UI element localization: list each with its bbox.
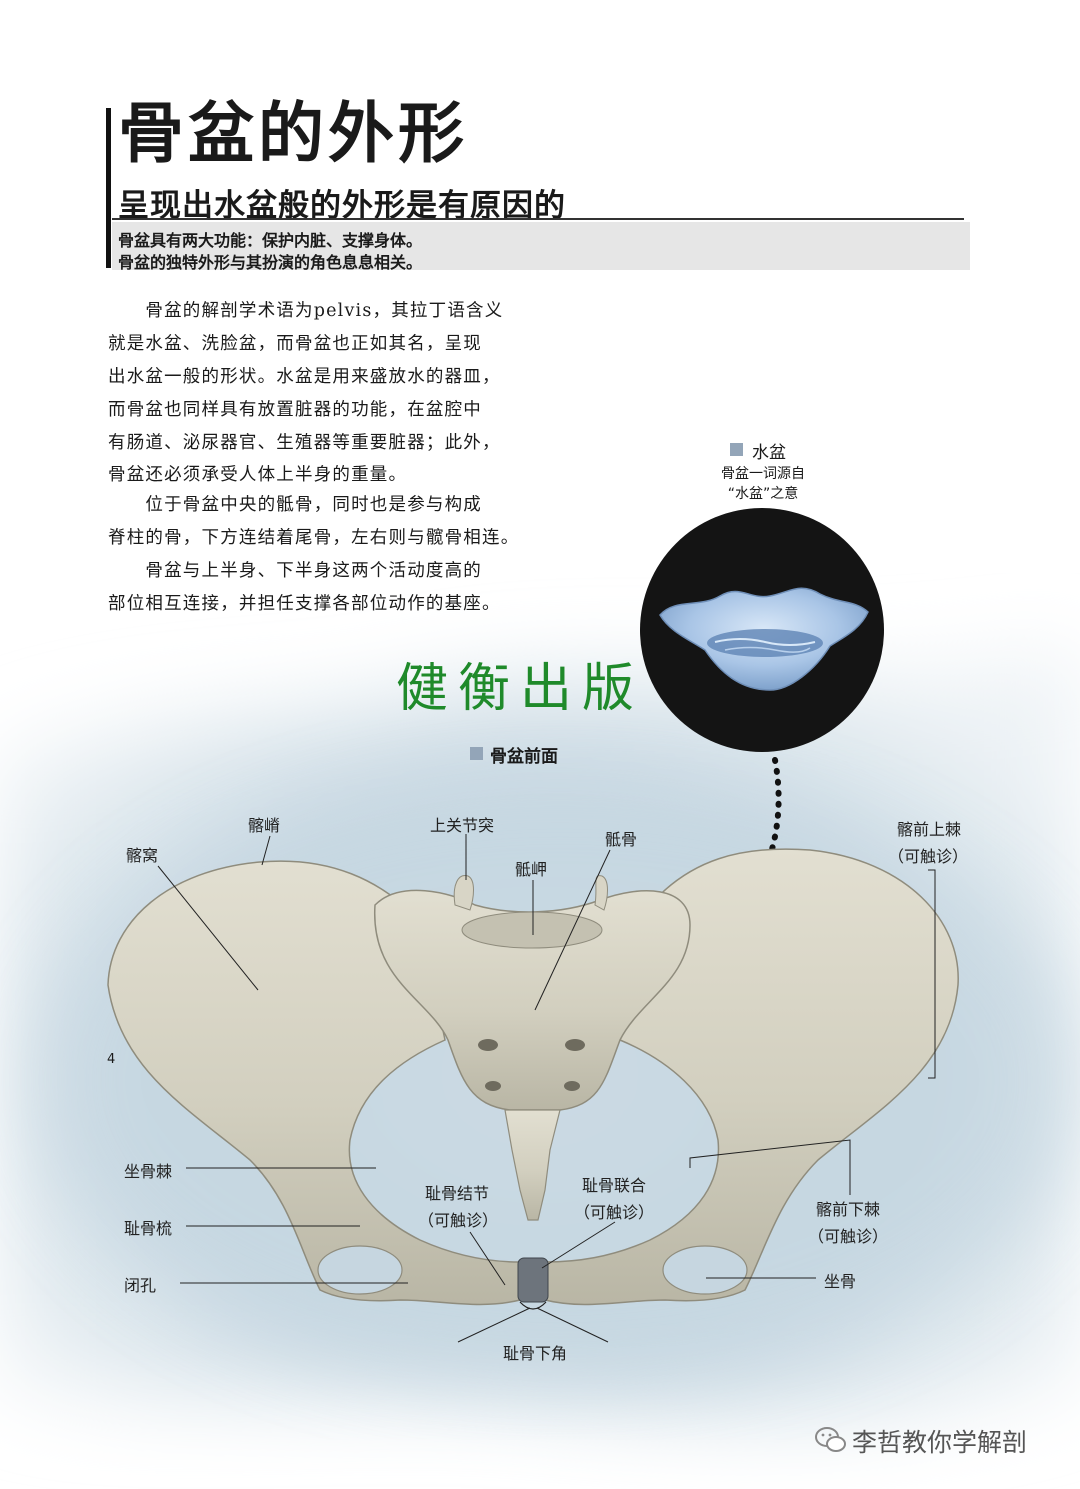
label-pubic-symphysis: 耻骨联合 — [582, 1176, 647, 1195]
sacrum-bone — [374, 889, 691, 1111]
body-line: 出水盆一般的形状。水盆是用来盛放水的器皿， — [108, 367, 501, 387]
label-aiis: 髂前下棘 — [816, 1200, 881, 1219]
label-asis: 髂前上棘 — [897, 820, 962, 839]
label-ischium: 坐骨 — [824, 1272, 857, 1291]
sacral-body — [461, 911, 603, 949]
label-subpubic-angle: 耻骨下角 — [503, 1344, 568, 1363]
label-ischial-spine: 坐骨棘 — [124, 1162, 173, 1181]
sacral-foramen — [564, 1081, 580, 1091]
page-title: 骨盆的外形 — [118, 94, 468, 172]
water-basin-caption: 骨盆一词源自 — [721, 466, 805, 482]
body-line: 骨盆与上半身、下半身这两个活动度高的 — [108, 561, 482, 581]
subpubic-angle-arc — [519, 1301, 547, 1310]
body-line: 就是水盆、洗脸盆，而骨盆也正如其名，呈现 — [108, 334, 482, 354]
label-pubic-tubercle: 耻骨结节 — [425, 1184, 490, 1203]
water-basin-illustration — [640, 508, 884, 752]
body-line: 骨盆还必须承受人体上半身的重量。 — [108, 465, 408, 485]
sacral-foramen — [478, 1039, 498, 1051]
label-sacral-promontory: 骶岬 — [515, 860, 548, 879]
left-articular-process — [453, 875, 474, 911]
coccyx-bone — [504, 1109, 561, 1221]
footer-account-name: 李哲教你学解剖 — [852, 1428, 1028, 1457]
body-line: 而骨盆也同样具有放置脏器的功能，在盆腔中 — [108, 400, 482, 420]
label-aiis-note: （可触诊） — [808, 1227, 889, 1246]
water-basin-title: 水盆 — [752, 443, 786, 463]
legend-square-icon — [470, 747, 483, 760]
right-articular-process — [594, 875, 608, 911]
sacral-foramen — [565, 1039, 585, 1051]
leader-lines — [157, 834, 936, 1343]
body-line: 部位相互连接，并担任支撑各部位动作的基座。 — [108, 594, 501, 614]
label-asis-note: （可触诊） — [888, 847, 969, 866]
title-accent-bar — [106, 108, 111, 268]
legend-square-icon — [730, 443, 743, 456]
label-pecten-pubis: 耻骨梳 — [124, 1219, 173, 1238]
publisher-watermark: 健衡出版 — [396, 659, 645, 719]
label-pubic-tubercle-note: （可触诊） — [418, 1211, 499, 1230]
intro-line: 骨盆的独特外形与其扮演的角色息息相关。 — [118, 253, 423, 272]
pubic-symphysis-disc — [517, 1257, 549, 1303]
pelvis-figure-title: 骨盆前面 — [490, 747, 558, 767]
water-basin-bowl — [659, 587, 869, 691]
body-line: 骨盆的解剖学术语为pelvis，其拉丁语含义 — [108, 301, 504, 321]
body-line: 有肠道、泌尿器官、生殖器等重要脏器；此外， — [108, 433, 501, 453]
label-iliac-fossa: 髂窝 — [126, 846, 159, 865]
label-sacrum: 骶骨 — [605, 830, 638, 849]
intro-line: 骨盆具有两大功能：保护内脏、支撑身体。 — [118, 231, 423, 250]
sacral-foramen — [485, 1081, 501, 1091]
left-obturator-foramen — [317, 1245, 403, 1295]
label-superior-articular-process: 上关节突 — [430, 816, 495, 835]
body-line: 脊柱的骨，下方连结着尾骨，左右则与髋骨相连。 — [108, 528, 520, 548]
wechat-icon — [815, 1427, 846, 1452]
label-pubic-symphysis-note: （可触诊） — [574, 1203, 655, 1222]
body-line: 位于骨盆中央的骶骨，同时也是参与构成 — [108, 495, 482, 515]
title-rule — [112, 218, 964, 220]
water-basin-caption: “水盆”之意 — [727, 486, 799, 502]
right-obturator-foramen — [662, 1245, 748, 1295]
intro-box — [112, 222, 970, 270]
page-number: 4 — [107, 1052, 116, 1067]
label-obturator-foramen: 闭孔 — [124, 1276, 157, 1295]
label-iliac-crest: 髂嵴 — [248, 816, 281, 835]
